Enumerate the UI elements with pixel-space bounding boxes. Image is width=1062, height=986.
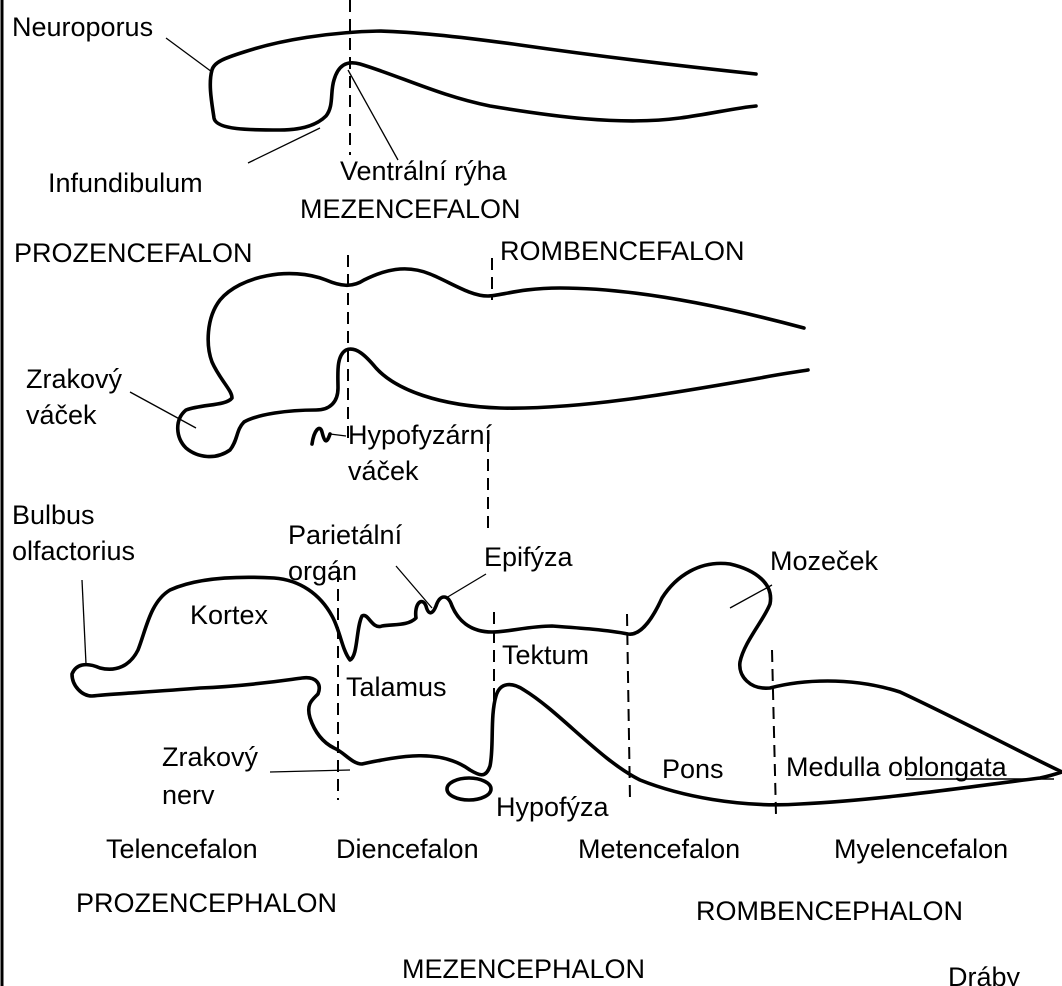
label-talamus: Talamus <box>346 672 447 702</box>
label-prozencephalon: PROZENCEPHALON <box>76 888 337 918</box>
label-kortex: Kortex <box>190 600 269 630</box>
label-hypofyza: Hypofýza <box>496 792 610 822</box>
leader-hypofyzarni-vacek <box>330 434 346 436</box>
label-tektum: Tektum <box>502 640 589 670</box>
leader-infundibulum <box>248 128 320 163</box>
stage-1-neural-tube <box>210 0 756 155</box>
leader-lines <box>82 38 772 772</box>
label-mezencephalon: MEZENCEPHALON <box>402 954 645 984</box>
label-mozecek: Mozeček <box>770 546 879 576</box>
label-zrakovy-vacek-1: Zrakový <box>26 364 123 394</box>
leader-epifyza <box>446 574 486 598</box>
label-metencefalon: Metencefalon <box>578 834 740 864</box>
stage-1-outline <box>210 31 756 130</box>
label-epifyza: Epifýza <box>484 542 574 572</box>
label-neuroporus: Neuroporus <box>12 12 153 42</box>
leader-neuroporus <box>166 38 212 72</box>
leader-ventralni-ryha <box>348 70 398 160</box>
label-bulbus-1: Bulbus <box>12 500 95 530</box>
label-diencefalon: Diencefalon <box>336 834 479 864</box>
label-parietalni-1: Parietální <box>288 520 403 550</box>
label-parietalni-2: orgán <box>288 556 357 586</box>
label-telencefalon: Telencefalon <box>106 834 258 864</box>
label-bulbus-2: olfactorius <box>12 536 135 566</box>
label-prozencefalon: PROZENCEFALON <box>14 238 253 268</box>
leader-bulbus <box>82 580 86 664</box>
label-zrakovy-nerv-2: nerv <box>162 780 215 810</box>
label-zrakovy-vacek-2: váček <box>26 400 97 430</box>
hypofyzarni-vacek-shape <box>312 428 330 444</box>
label-myelencefalon: Myelencefalon <box>834 834 1008 864</box>
text-labels: Neuroporus Infundibulum Ventrální rýha M… <box>12 12 1054 986</box>
label-rombencefalon: ROMBENCEFALON <box>500 236 745 266</box>
label-rombencephalon: ROMBENCEPHALON <box>696 896 963 926</box>
label-zrakovy-nerv-1: Zrakový <box>162 742 259 772</box>
leader-parietalni <box>396 566 432 608</box>
label-infundibulum: Infundibulum <box>48 168 203 198</box>
stage-3-divider-4 <box>772 650 776 815</box>
label-hypofyzarni-vacek-2: váček <box>348 456 419 486</box>
label-mezencefalon: MEZENCEFALON <box>300 194 521 224</box>
label-ventralni-ryha: Ventrální rýha <box>340 156 508 186</box>
label-medulla: Medulla oblongata <box>786 752 1008 782</box>
stage-2-three-vesicles <box>178 255 808 528</box>
label-pons: Pons <box>662 754 724 784</box>
label-corner-text: Dráby <box>948 962 1021 986</box>
hypofyza-shape <box>447 778 491 800</box>
leader-mozecek <box>730 585 772 608</box>
label-hypofyzarni-vacek-1: Hypofyzární <box>348 420 493 450</box>
